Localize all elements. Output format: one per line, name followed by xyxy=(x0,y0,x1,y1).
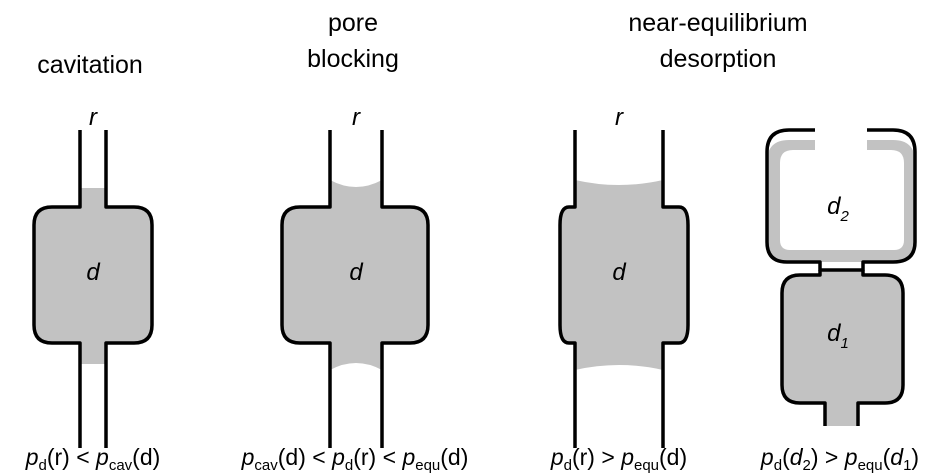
bottom-cavity-label: d1 xyxy=(827,320,849,352)
neck-label-r: r xyxy=(615,104,624,131)
condition-near-equilibrium: pd(r) > pequ(d) xyxy=(550,444,687,473)
liquid-fill xyxy=(282,180,428,370)
body-label-d: d xyxy=(612,259,626,286)
body-label-d: d xyxy=(349,259,363,286)
liquid-fill xyxy=(34,188,152,364)
bottom-cavity-wall-right xyxy=(856,270,905,426)
bottom-cavity-liquid xyxy=(782,270,903,426)
neck-label-r: r xyxy=(352,104,361,131)
title-pore-blocking-line1: pore xyxy=(328,9,378,37)
pore-wall-right xyxy=(661,130,690,448)
pore-connected-cavities: d2 d1 xyxy=(765,128,917,426)
top-cavity-label: d2 xyxy=(827,193,849,225)
condition-pore-blocking: pcav(d) < pd(r) < pequ(d) xyxy=(241,444,469,473)
pore-wall-left xyxy=(280,130,332,448)
title-near-equilibrium-line2: desorption xyxy=(660,45,777,73)
pore-wall-right xyxy=(380,130,430,448)
title-cavitation: cavitation xyxy=(37,51,143,79)
bottom-cavity-wall-left xyxy=(780,270,827,426)
pore-wall-left xyxy=(32,130,82,448)
condition-cavitation: pd(r) < pcav(d) xyxy=(25,444,161,473)
pore-wall-right xyxy=(104,130,154,448)
condition-connected-cavities: pd(d2) > pequ(d1) xyxy=(760,444,919,473)
top-cavity-wall xyxy=(765,128,917,272)
liquid-fill xyxy=(560,180,688,370)
top-cavity-film xyxy=(767,140,915,262)
neck-label-r: r xyxy=(89,104,98,131)
title-near-equilibrium-line1: near-equilibrium xyxy=(628,9,807,37)
pore-blocking: r d xyxy=(280,104,430,448)
pore-wall-left xyxy=(558,130,577,448)
pore-cavitation: r d xyxy=(32,104,154,448)
pore-near-equilibrium: r d xyxy=(558,104,690,448)
body-label-d: d xyxy=(86,259,100,286)
title-pore-blocking-line2: blocking xyxy=(307,45,399,73)
